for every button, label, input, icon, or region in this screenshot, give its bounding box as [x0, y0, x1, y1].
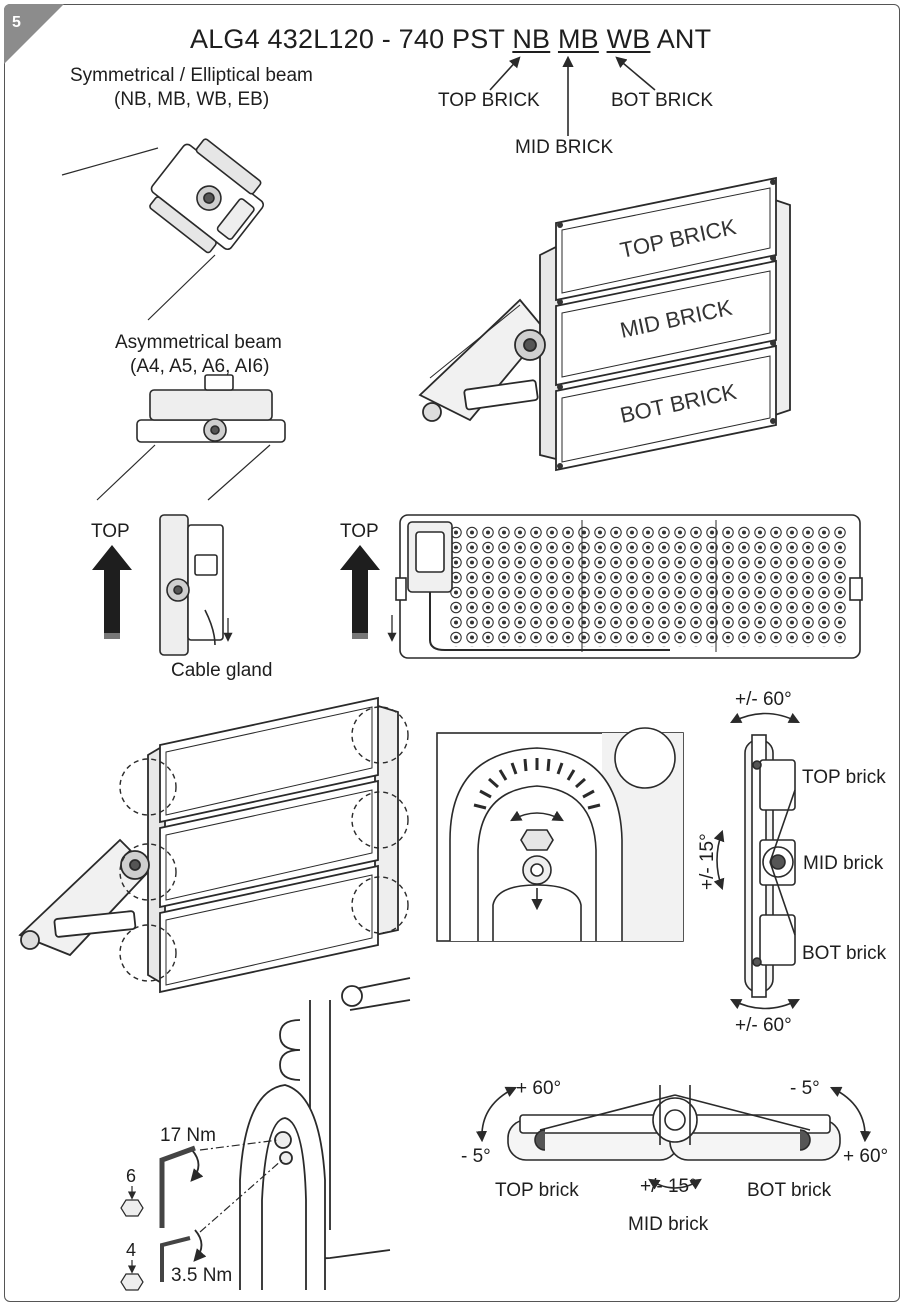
bottom-mid-brick: MID brick [628, 1214, 709, 1235]
hex-key-upper-size: 6 [126, 1166, 137, 1186]
side-fixture-drawing [159, 514, 233, 656]
fixture-with-adjust-points [18, 696, 409, 994]
side-top-angle: +/- 60° [735, 689, 792, 710]
symmetrical-beam-label: Symmetrical / Elliptical beam [70, 65, 313, 86]
torque-lower-value: 3.5 Nm [171, 1265, 233, 1286]
code-label-bot: BOT BRICK [611, 90, 714, 111]
asymmetrical-beam-codes: (A4, A5, A6, AI6) [130, 356, 270, 377]
title-suffix: ANT [656, 24, 712, 54]
hex-key-lower-size: 4 [126, 1240, 137, 1260]
angle-scale-detail [436, 727, 684, 942]
bottom-top-brick: TOP brick [495, 1180, 579, 1201]
asymmetrical-beam-label: Asymmetrical beam [115, 332, 282, 353]
page-frame [4, 4, 900, 1302]
side-bot-angle: +/- 60° [735, 1015, 792, 1036]
symmetrical-fixture-drawing [61, 138, 265, 321]
asymmetrical-fixture-drawing [96, 374, 286, 501]
side-top-brick: TOP brick [802, 767, 886, 788]
code-label-top: TOP BRICK [438, 90, 540, 111]
side-mid-brick: MID brick [803, 853, 884, 874]
bottom-right-minus-angle: - 5° [790, 1078, 820, 1099]
bottom-left-minus-angle: - 5° [461, 1146, 491, 1167]
title-prefix: ALG4 432L120 - 740 PST [190, 24, 513, 54]
top-arrow-right [340, 545, 380, 639]
three-brick-fixture-drawing [418, 176, 791, 472]
top-label-right: TOP [340, 521, 379, 542]
symmetrical-beam-codes: (NB, MB, WB, EB) [114, 89, 270, 110]
page-corner-tab [4, 4, 64, 64]
code-bot-brick: WB [606, 24, 651, 54]
code-mid-brick: MB [557, 24, 599, 54]
side-bot-brick: BOT brick [802, 943, 887, 964]
led-board-drawing [387, 514, 863, 659]
page-number: 5 [12, 14, 21, 31]
bottom-bot-brick: BOT brick [747, 1180, 832, 1201]
code-top-brick: NB [512, 24, 551, 54]
bottom-right-plus-angle: + 60° [843, 1146, 889, 1167]
bottom-adjust-drawing [475, 1085, 872, 1190]
code-label-mid: MID BRICK [515, 137, 614, 158]
bottom-left-plus-angle: + 60° [516, 1078, 562, 1099]
code-pointer-arrows [489, 55, 656, 136]
torque-upper-value: 17 Nm [160, 1125, 216, 1146]
top-label-left: TOP [91, 521, 130, 542]
torque-detail-drawing [120, 977, 411, 1291]
side-adjust-drawing [713, 712, 800, 1010]
top-arrow-left [92, 545, 132, 639]
cable-gland-label: Cable gland [171, 660, 273, 681]
product-code-title: ALG4 432L120 - 740 PST NB MB WB ANT [190, 24, 711, 55]
